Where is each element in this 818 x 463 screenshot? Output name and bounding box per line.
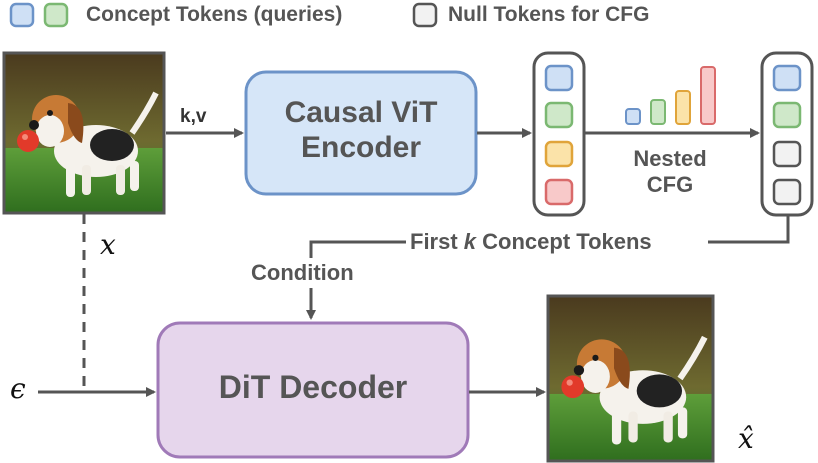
nested-cfg-label: Nested CFG	[600, 146, 740, 199]
decoder-label: DiT Decoder	[218, 369, 408, 405]
nested-cfg-line1: Nested	[633, 146, 707, 171]
output-image	[546, 294, 715, 463]
token-green	[772, 101, 802, 129]
token-stack-encoder-output	[532, 51, 586, 217]
path-first-k-right	[708, 215, 790, 244]
token-null	[772, 140, 802, 168]
kv-label: k,v	[180, 106, 207, 127]
legend-concept-blue-swatch	[9, 2, 35, 28]
token-yellow	[544, 140, 574, 168]
decoder-box	[156, 321, 470, 459]
legend-concept-label: Concept Tokens (queries)	[86, 3, 343, 26]
x-symbol: x	[100, 228, 116, 261]
cfg-bar-yellow	[675, 90, 691, 125]
first-k-prefix: First	[410, 229, 464, 254]
token-red	[544, 178, 574, 206]
nested-cfg-line2: CFG	[646, 172, 694, 198]
condition-label: Condition	[251, 260, 354, 285]
token-blue	[772, 64, 802, 92]
cfg-bar-blue	[625, 108, 641, 125]
cfg-bar-red	[700, 66, 716, 125]
token-blue	[544, 64, 574, 92]
epsilon-symbol: ϵ	[10, 372, 26, 405]
token-green	[544, 101, 574, 129]
encoder-box	[244, 70, 478, 196]
first-k-suffix: Concept Tokens	[476, 229, 652, 254]
encoder-label-line1: Causal ViT	[284, 96, 438, 129]
first-k-concept-tokens-label: First k Concept Tokens	[410, 229, 652, 255]
token-null	[772, 178, 802, 206]
legend-null-swatch	[412, 2, 438, 28]
cfg-bars	[625, 66, 716, 125]
encoder-label: Causal ViT Encoder	[246, 96, 476, 165]
legend-null-label: Null Tokens for CFG	[448, 3, 650, 26]
input-image	[2, 51, 166, 215]
encoder-label-line2: Encoder	[300, 130, 422, 164]
x-hat-symbol: x̂	[738, 422, 754, 455]
legend-concept-green-swatch	[43, 2, 69, 28]
path-first-k-left	[309, 240, 406, 258]
cfg-bar-green	[650, 99, 666, 125]
first-k-var: k	[463, 229, 477, 254]
